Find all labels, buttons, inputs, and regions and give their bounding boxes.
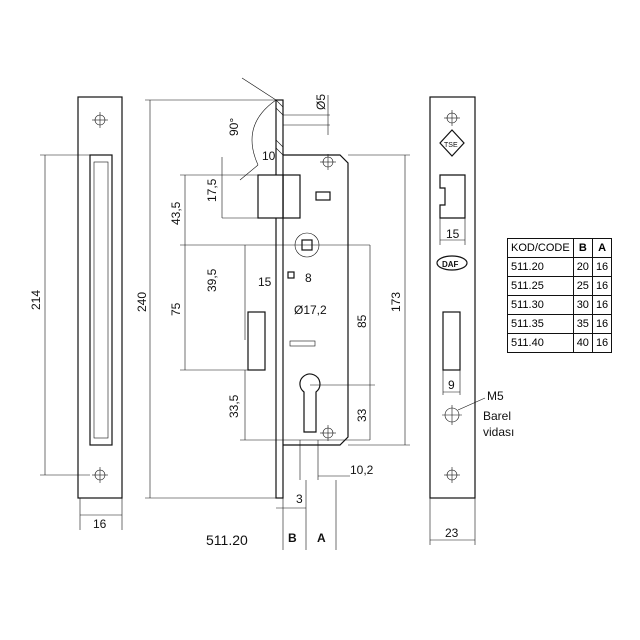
cell: 16 bbox=[591, 314, 613, 334]
cell: 511.35 bbox=[507, 314, 574, 334]
dim-15-right: 15 bbox=[446, 227, 460, 241]
screw-icon bbox=[92, 112, 108, 128]
cell: 16 bbox=[591, 276, 613, 296]
latch-bolt bbox=[257, 174, 284, 219]
screw-icon bbox=[444, 467, 460, 483]
dim-a: A bbox=[317, 531, 326, 545]
dim-240: 240 bbox=[135, 292, 149, 312]
model-number: 511.20 bbox=[206, 532, 248, 548]
cell: 511.25 bbox=[507, 276, 574, 296]
dim-85: 85 bbox=[355, 314, 369, 328]
screw-icon bbox=[92, 467, 108, 483]
dim-10-2: 10,2 bbox=[350, 463, 374, 477]
barel-label: Barel bbox=[483, 409, 511, 423]
dim-3: 3 bbox=[296, 492, 303, 506]
svg-text:DAF: DAF bbox=[442, 260, 459, 269]
cylinder-hole bbox=[299, 373, 321, 433]
dim-17-5: 17,5 bbox=[205, 178, 219, 202]
header-b: B bbox=[572, 238, 593, 258]
screw-icon bbox=[442, 405, 462, 425]
cell: 16 bbox=[591, 295, 613, 315]
cell: 511.40 bbox=[507, 333, 574, 353]
dim-39-5: 39,5 bbox=[205, 268, 219, 292]
vidasi-label: vidası bbox=[483, 425, 514, 439]
header-a: A bbox=[591, 238, 613, 258]
latch-hole bbox=[439, 174, 466, 219]
dim-33: 33 bbox=[355, 408, 369, 422]
tse-logo: TSE bbox=[439, 129, 465, 157]
cell: 30 bbox=[572, 295, 593, 315]
dead-bolt bbox=[247, 311, 266, 371]
dim-75: 75 bbox=[169, 302, 183, 316]
dim-b: B bbox=[288, 531, 297, 545]
daf-logo: DAF bbox=[436, 255, 468, 271]
cell: 20 bbox=[572, 257, 593, 277]
cell: 16 bbox=[591, 333, 613, 353]
dim-9: 9 bbox=[448, 378, 455, 392]
dim-173: 173 bbox=[389, 292, 403, 312]
lock-body-front-view: 240 90° Ø5 10 17,5 43,5 39,5 75 15 8 Ø17… bbox=[135, 77, 410, 550]
dim-43-5: 43,5 bbox=[169, 201, 183, 225]
dim-17-2-dia: Ø17,2 bbox=[294, 303, 327, 317]
header-code: KOD/CODE bbox=[507, 238, 574, 258]
screw-icon bbox=[444, 110, 460, 126]
screw-icon bbox=[320, 425, 336, 441]
cell: 511.30 bbox=[507, 295, 574, 315]
bolt-hole bbox=[442, 311, 461, 371]
screw-icon bbox=[320, 154, 336, 170]
cell: 511.20 bbox=[507, 257, 574, 277]
dim-33-5: 33,5 bbox=[227, 394, 241, 418]
svg-text:TSE: TSE bbox=[444, 142, 458, 149]
cell: 16 bbox=[591, 257, 613, 277]
cell: 40 bbox=[572, 333, 593, 353]
dim-15: 15 bbox=[258, 275, 272, 289]
dim-5-dia: Ø5 bbox=[314, 94, 328, 110]
dim-16: 16 bbox=[93, 517, 107, 531]
dim-23: 23 bbox=[445, 526, 459, 540]
dim-214: 214 bbox=[29, 290, 43, 310]
m5-label: M5 bbox=[487, 389, 504, 403]
dim-10: 10 bbox=[262, 149, 276, 163]
cell: 35 bbox=[572, 314, 593, 334]
dim-90-deg: 90° bbox=[227, 118, 241, 136]
faceplate-front-view: TSE 15 DAF 9 M5 Barel vidası 23 bbox=[429, 96, 514, 545]
dim-8: 8 bbox=[305, 271, 312, 285]
faceplate-side-view: 214 16 bbox=[29, 96, 123, 531]
cell: 25 bbox=[572, 276, 593, 296]
